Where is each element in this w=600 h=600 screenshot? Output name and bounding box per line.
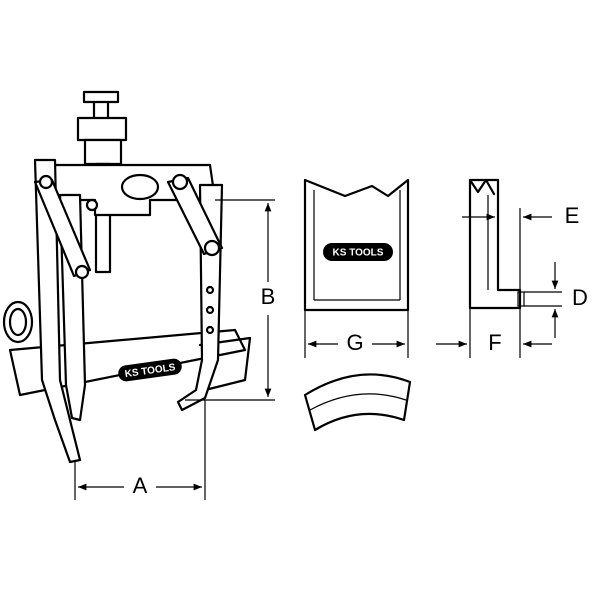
brand-badge-handle: KS TOOLS bbox=[118, 358, 182, 382]
label-d: D bbox=[572, 285, 588, 310]
label-a: A bbox=[133, 473, 148, 498]
puller-illustration: KS TOOLS bbox=[2, 90, 252, 464]
label-f: F bbox=[488, 330, 501, 355]
dimension-b: B bbox=[261, 203, 276, 397]
brand-badge-jaw: KS TOOLS bbox=[333, 248, 384, 259]
dimension-f: F bbox=[436, 330, 552, 355]
jaw-front-view: KS TOOLS bbox=[303, 178, 410, 312]
pivot-pins bbox=[38, 173, 221, 335]
dimension-a: A bbox=[78, 473, 202, 498]
label-g: G bbox=[346, 330, 363, 355]
jaw-side-view bbox=[468, 178, 525, 310]
jaw-top-view bbox=[303, 373, 412, 432]
dimension-e: E bbox=[462, 203, 579, 228]
dimension-d: D bbox=[551, 262, 588, 338]
handle-ring bbox=[2, 300, 34, 344]
label-e: E bbox=[565, 203, 580, 228]
dimension-g: G bbox=[308, 330, 405, 355]
label-b: B bbox=[261, 284, 276, 309]
